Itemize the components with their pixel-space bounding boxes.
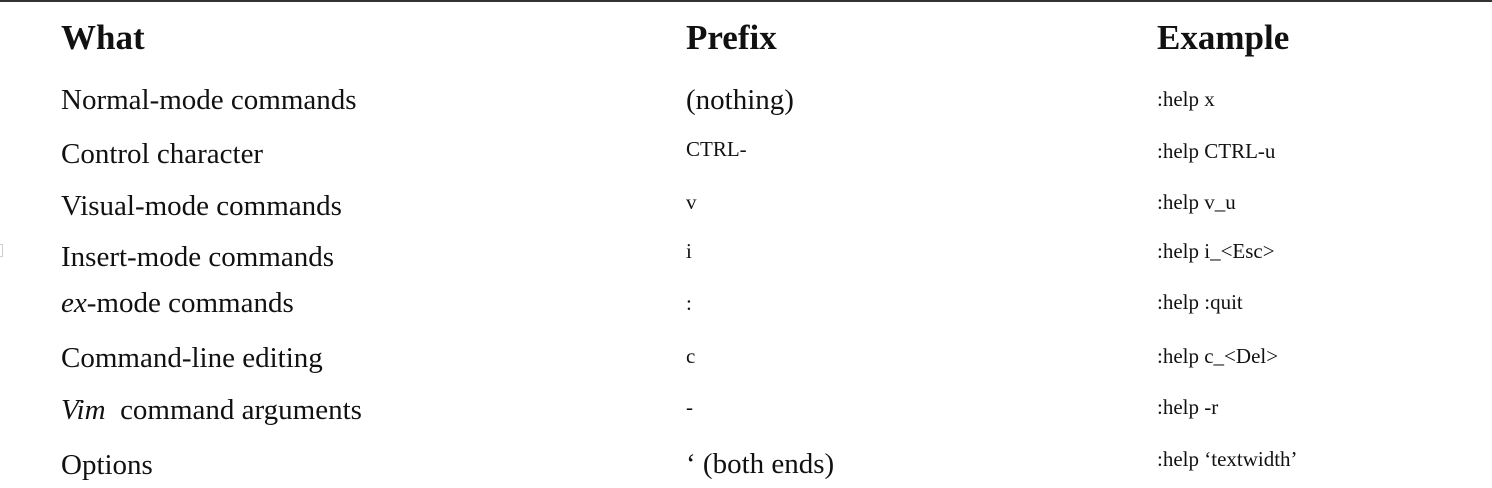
prefix-cell: (nothing) [686, 84, 794, 116]
header-what: What [61, 18, 145, 57]
what-cell: Options [61, 451, 153, 480]
what-italic: Vim [61, 394, 106, 426]
prefix-cell: - [686, 395, 693, 419]
what-cell: Command-line editing [61, 344, 323, 373]
what-cell: ex-mode commands [61, 289, 294, 318]
example-cell: :help i_<Esc> [1157, 239, 1275, 263]
prefix-cell: : [686, 291, 692, 315]
what-cell: Vim command arguments [61, 396, 362, 425]
prefix-cell: c [686, 344, 696, 368]
example-cell: :help :quit [1157, 290, 1243, 314]
what-text: Insert-mode commands [61, 241, 335, 273]
what-text: Normal-mode commands [61, 84, 357, 116]
example-cell: :help ‘textwidth’ [1157, 447, 1298, 471]
what-text: Options [61, 449, 153, 481]
prefix-cell: v [686, 190, 697, 214]
prefix-cell: ‘ (both ends) [686, 448, 835, 480]
what-cell: Normal-mode commands [61, 86, 357, 115]
example-cell: :help CTRL-u [1157, 139, 1276, 163]
what-cell: Insert-mode commands [61, 243, 334, 272]
example-cell: :help c_<Del> [1157, 344, 1279, 368]
what-text: Visual-mode commands [61, 190, 342, 222]
margin-mark [0, 244, 3, 257]
example-cell: :help x [1157, 87, 1215, 111]
prefix-cell: CTRL- [686, 137, 747, 161]
what-text: -mode commands [86, 287, 294, 319]
header-prefix: Prefix [686, 18, 777, 57]
what-text: command arguments [105, 394, 362, 426]
example-cell: :help v_u [1157, 190, 1236, 214]
example-cell: :help -r [1157, 395, 1219, 419]
what-cell: Visual-mode commands [61, 192, 342, 221]
what-text: Command-line editing [61, 342, 323, 374]
top-rule [0, 0, 1492, 2]
what-cell: Control character [61, 140, 263, 169]
header-example: Example [1157, 18, 1290, 57]
prefix-cell: i [686, 239, 692, 263]
what-text: Control character [61, 138, 264, 170]
what-italic: ex [61, 287, 87, 319]
